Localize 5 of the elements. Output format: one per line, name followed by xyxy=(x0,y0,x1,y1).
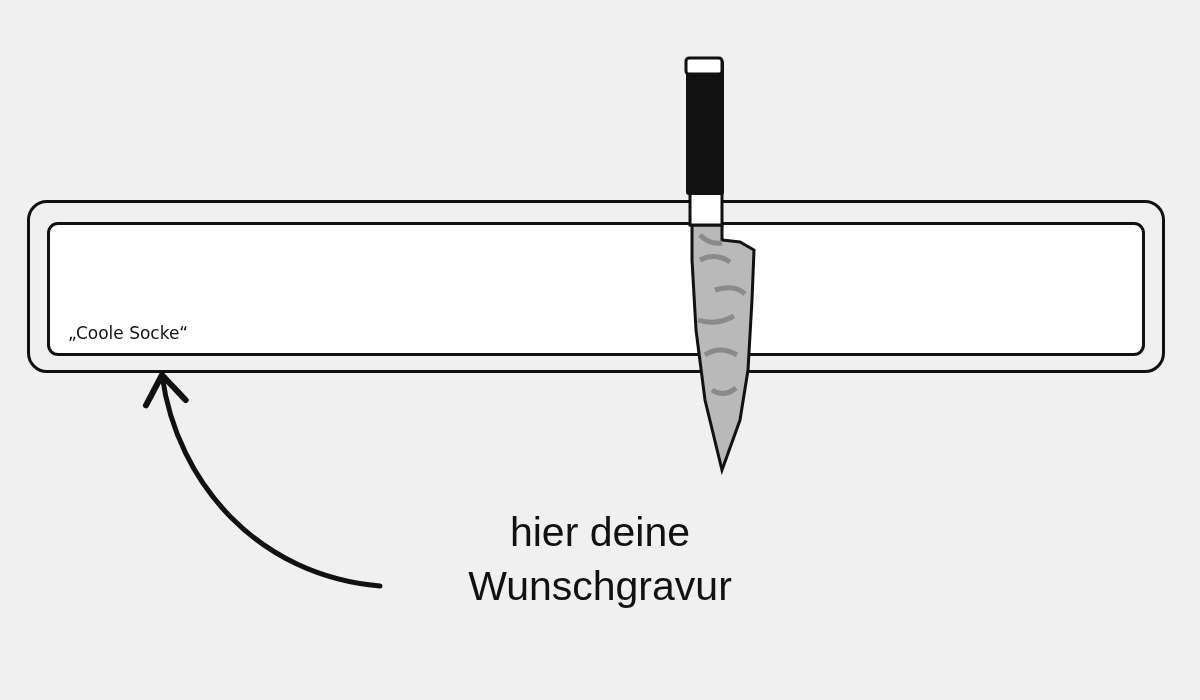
engraving-text: „Coole Socke“ xyxy=(68,323,189,343)
curved-arrow xyxy=(144,372,383,589)
caption-text: hier deine Wunschgravur xyxy=(440,505,760,625)
engraving-plate xyxy=(47,222,1145,356)
knife-holder-bar xyxy=(27,200,1165,373)
